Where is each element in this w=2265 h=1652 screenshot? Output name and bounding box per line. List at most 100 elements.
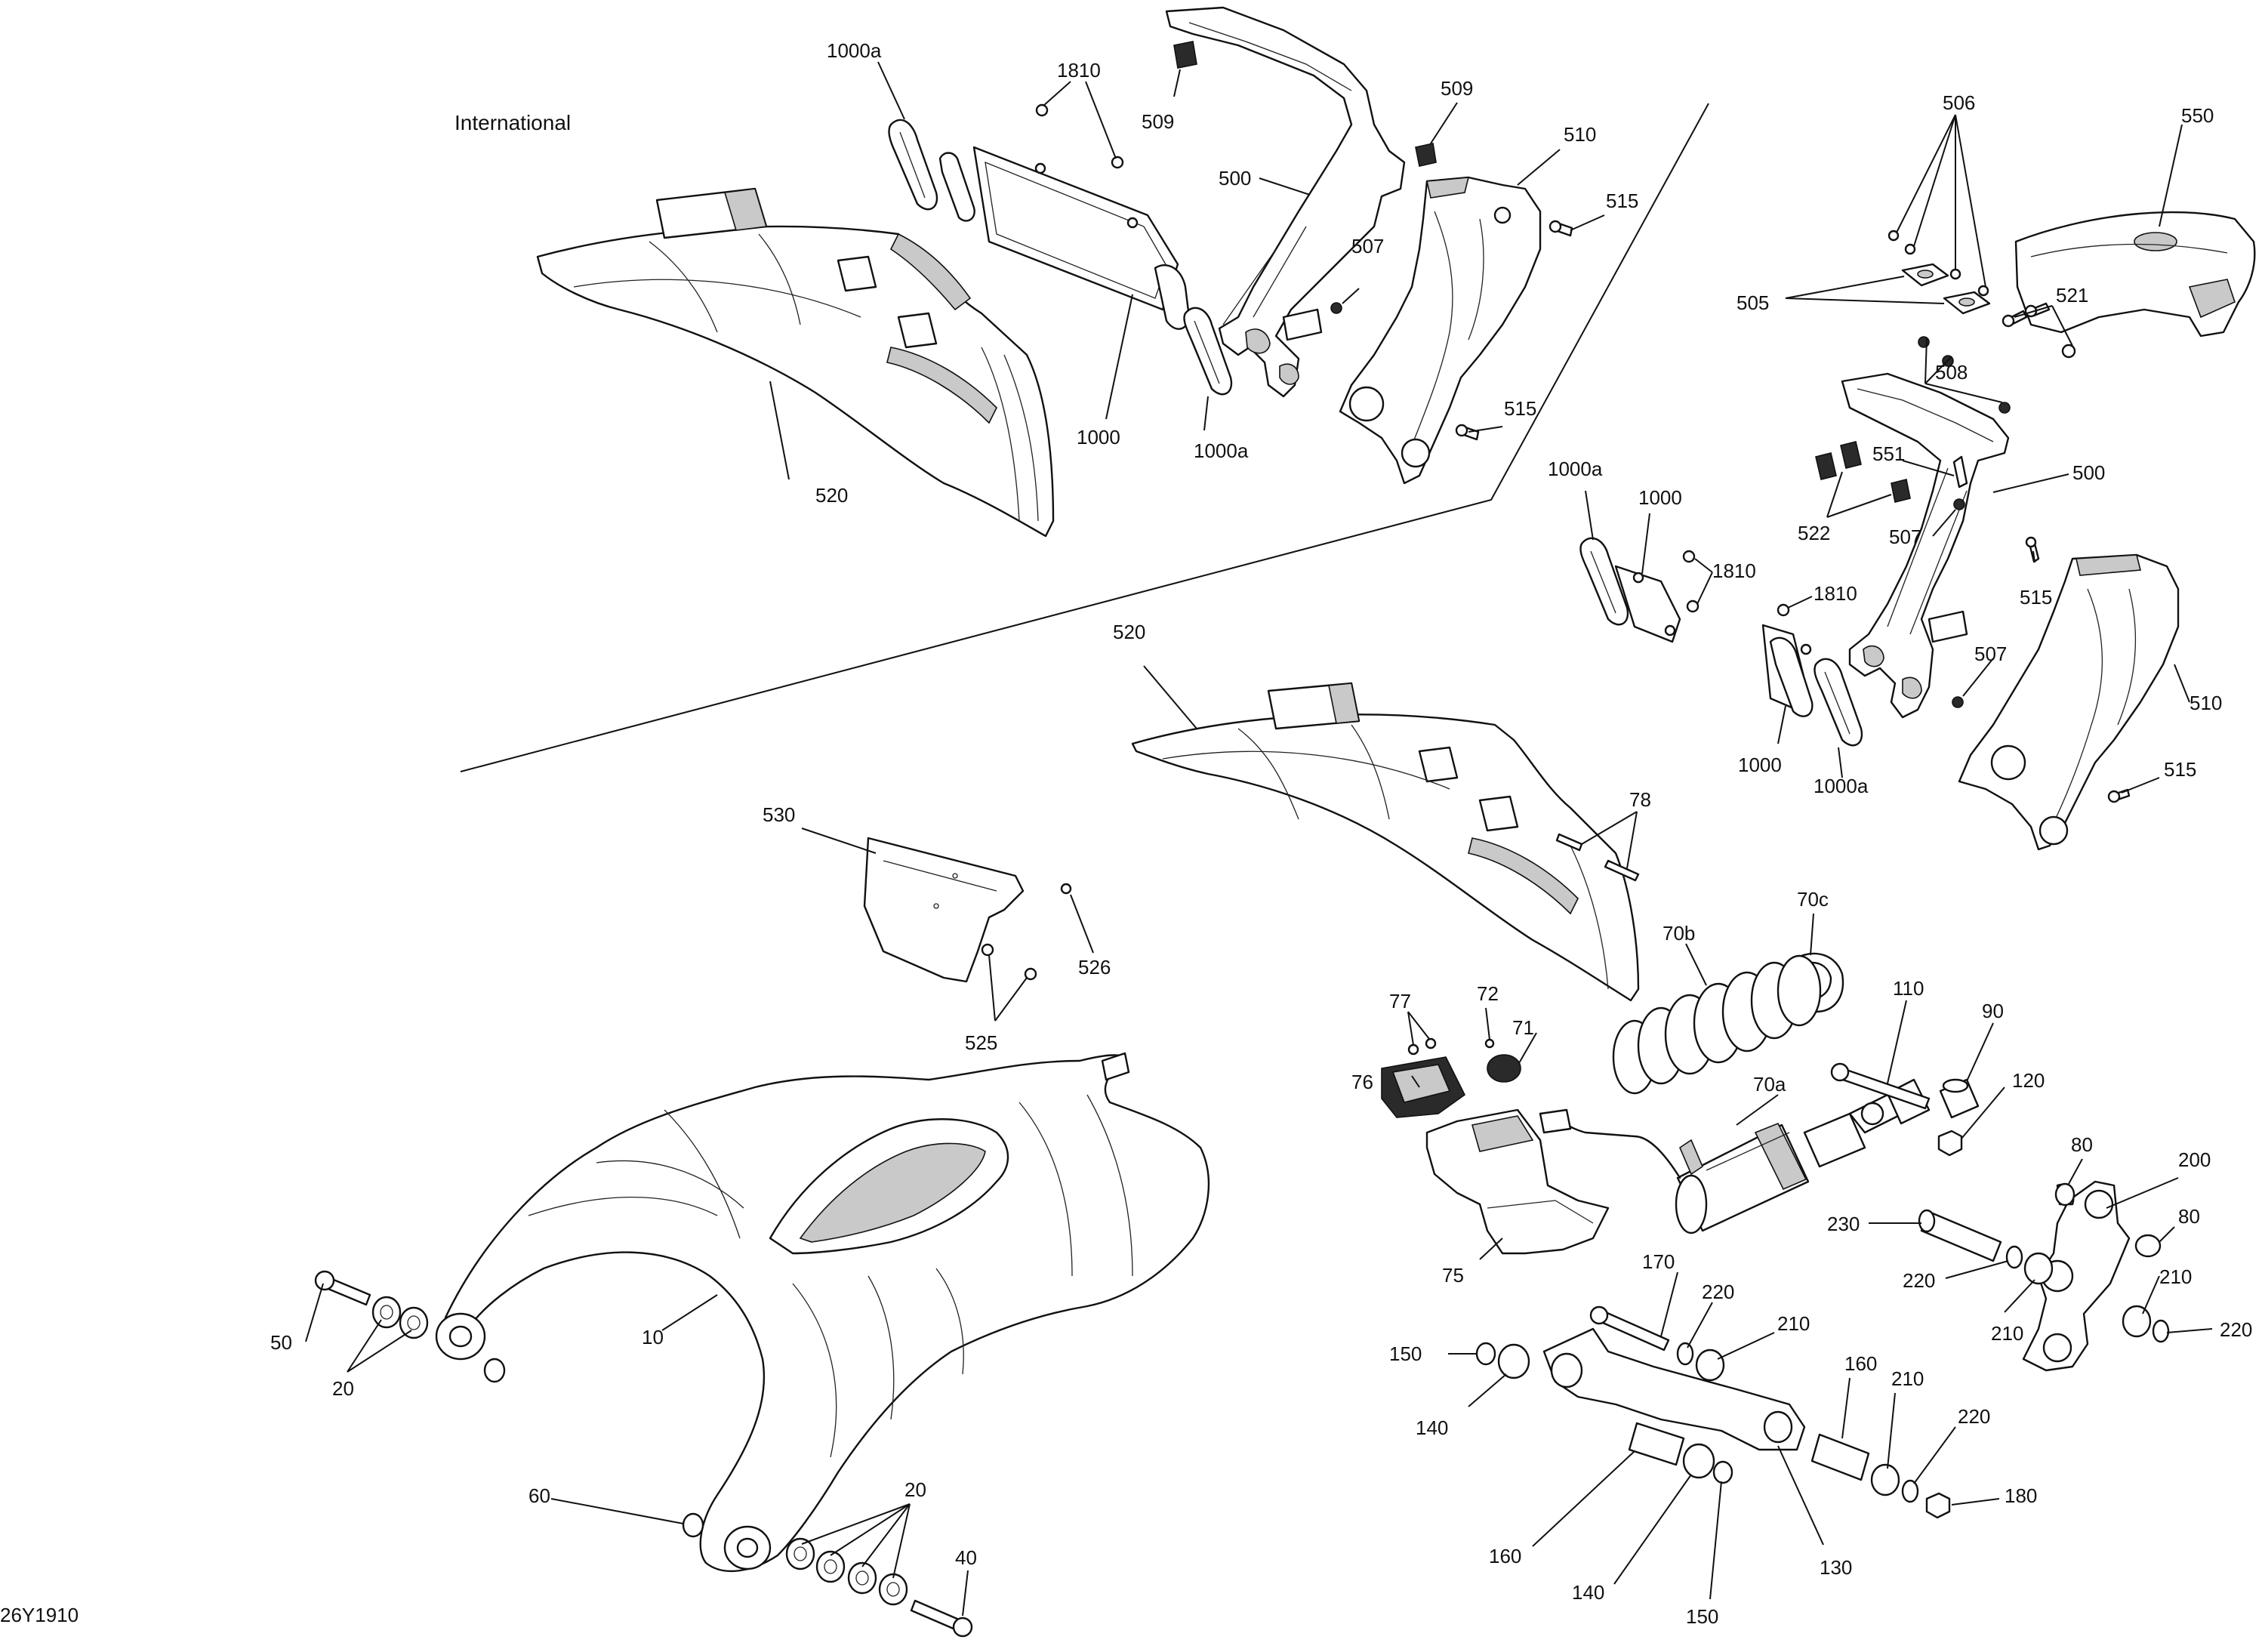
part-110-bolt [1830, 1062, 1931, 1110]
callout-510-r: 510 [2190, 692, 2222, 714]
callout-140-b: 140 [1572, 1581, 1604, 1604]
callout-1000a-top2: 1000a [1194, 439, 1249, 462]
part-520-fender-mid [1131, 682, 1640, 1002]
callout-70a: 70a [1753, 1073, 1786, 1096]
callout-506: 506 [1943, 91, 1975, 114]
callout-160-b: 160 [1489, 1545, 1521, 1567]
part-75-bracket [1425, 1108, 1610, 1255]
callout-230: 230 [1827, 1213, 1860, 1235]
callout-508: 508 [1935, 361, 1968, 384]
part-180-nut [1925, 1492, 1951, 1519]
part-500-subframe-right [1841, 372, 2010, 719]
part-1810-nuts-top [1034, 103, 1139, 229]
callout-515-r2: 515 [2164, 758, 2196, 781]
callout-551: 551 [1872, 442, 1905, 465]
callout-220-c: 220 [1702, 1281, 1734, 1303]
callout-507-top: 507 [1351, 235, 1384, 257]
part-78-fasteners [1555, 833, 1640, 882]
part-1000a-ring-top2 [1183, 307, 1233, 396]
part-210-bearing-d [1870, 1463, 1900, 1496]
callout-120: 120 [2012, 1069, 2045, 1092]
part-550-cover [2014, 211, 2256, 337]
callout-77: 77 [1389, 990, 1411, 1012]
part-220-washer-b [2152, 1319, 2170, 1343]
callout-220-a: 220 [1903, 1269, 1935, 1292]
part-150-washer-a [1475, 1342, 1496, 1366]
part-50-bolt [314, 1270, 371, 1306]
callout-40: 40 [955, 1546, 977, 1569]
part-150-washer-b [1712, 1460, 1733, 1484]
callout-1810-r1: 1810 [1712, 559, 1756, 582]
part-160-sleeve-b [1628, 1422, 1685, 1466]
part-70b-spring [1612, 954, 1822, 1095]
part-40-bolt [910, 1599, 973, 1638]
callout-510-top: 510 [1564, 123, 1596, 146]
callout-509-b: 509 [1441, 77, 1473, 100]
callout-80-b: 80 [2178, 1205, 2200, 1228]
part-140-bearing-b [1682, 1443, 1715, 1479]
part-506-screws [1888, 230, 1989, 297]
part-515-bolt-r1 [2025, 536, 2040, 563]
part-505-plates [1901, 263, 1991, 315]
part-160-sleeve-a [1810, 1433, 1870, 1481]
callout-130: 130 [1820, 1556, 1852, 1579]
callout-526: 526 [1078, 956, 1111, 979]
callout-1000a-r: 1000a [1548, 458, 1603, 480]
callout-525: 525 [965, 1031, 997, 1054]
variant-label: International [455, 111, 571, 134]
part-1810-nuts-right [1682, 550, 1812, 655]
callout-80-a: 80 [2071, 1133, 2093, 1156]
part-1000-plate-top [938, 146, 1191, 330]
part-10-swingarm [435, 1052, 1210, 1573]
callout-72: 72 [1477, 982, 1499, 1005]
variant-separator-line [460, 103, 1709, 772]
part-507-fastener-right [1953, 498, 1965, 510]
callout-1000-r2: 1000 [1738, 754, 1782, 776]
callout-150-b: 150 [1686, 1605, 1718, 1628]
drawing-id: 26Y1910 [0, 1604, 79, 1626]
part-72-screw [1484, 1038, 1495, 1049]
part-526-screw [1060, 883, 1072, 895]
part-70a-shock-absorber [1539, 1078, 1931, 1234]
part-530-plate [863, 837, 1025, 983]
callout-500-r: 500 [2072, 461, 2105, 484]
part-220-washer-a [2005, 1245, 2023, 1269]
callout-521: 521 [2056, 284, 2088, 307]
callout-210-a: 210 [1991, 1322, 2023, 1345]
part-510-side-cover-top [1339, 176, 1542, 485]
callout-210-c: 210 [1777, 1312, 1810, 1335]
callout-10: 10 [642, 1326, 664, 1348]
callout-1000-top: 1000 [1077, 426, 1120, 448]
callout-500-top: 500 [1219, 167, 1251, 190]
callout-150-a: 150 [1389, 1342, 1422, 1365]
callout-1000-r: 1000 [1638, 486, 1682, 509]
part-71-knob [1487, 1054, 1521, 1083]
callout-20-a: 20 [332, 1377, 354, 1400]
callout-170: 170 [1642, 1250, 1675, 1273]
part-509-clip-b [1415, 143, 1437, 167]
part-500-subframe-top [1165, 6, 1406, 398]
callout-75: 75 [1442, 1264, 1464, 1287]
part-210-bearing-a [2023, 1252, 2054, 1285]
callout-509-a: 509 [1142, 110, 1174, 133]
part-170-bolt [1589, 1305, 1670, 1351]
callout-515-a: 515 [1606, 190, 1638, 212]
callout-71: 71 [1512, 1016, 1534, 1039]
part-510-side-cover-right [1958, 553, 2180, 851]
callout-220-b: 220 [2220, 1318, 2252, 1341]
part-515-bolt-a [1549, 220, 1573, 237]
part-130-link-arm [1542, 1327, 1806, 1451]
part-515-bolt-b [1455, 424, 1480, 441]
callout-210-b: 210 [2159, 1265, 2192, 1288]
callout-90: 90 [1982, 1000, 2004, 1022]
part-1000a-ring-top [888, 119, 938, 211]
callout-70c: 70c [1797, 888, 1829, 911]
callout-1810-r2: 1810 [1814, 582, 1857, 605]
callout-507-r: 507 [1889, 525, 1921, 548]
part-120-nut [1937, 1130, 1963, 1157]
part-230-pin [1918, 1209, 2002, 1262]
callout-515-r1: 515 [2020, 586, 2052, 609]
callout-140-a: 140 [1416, 1416, 1448, 1439]
callout-507-r2: 507 [1974, 643, 2007, 665]
